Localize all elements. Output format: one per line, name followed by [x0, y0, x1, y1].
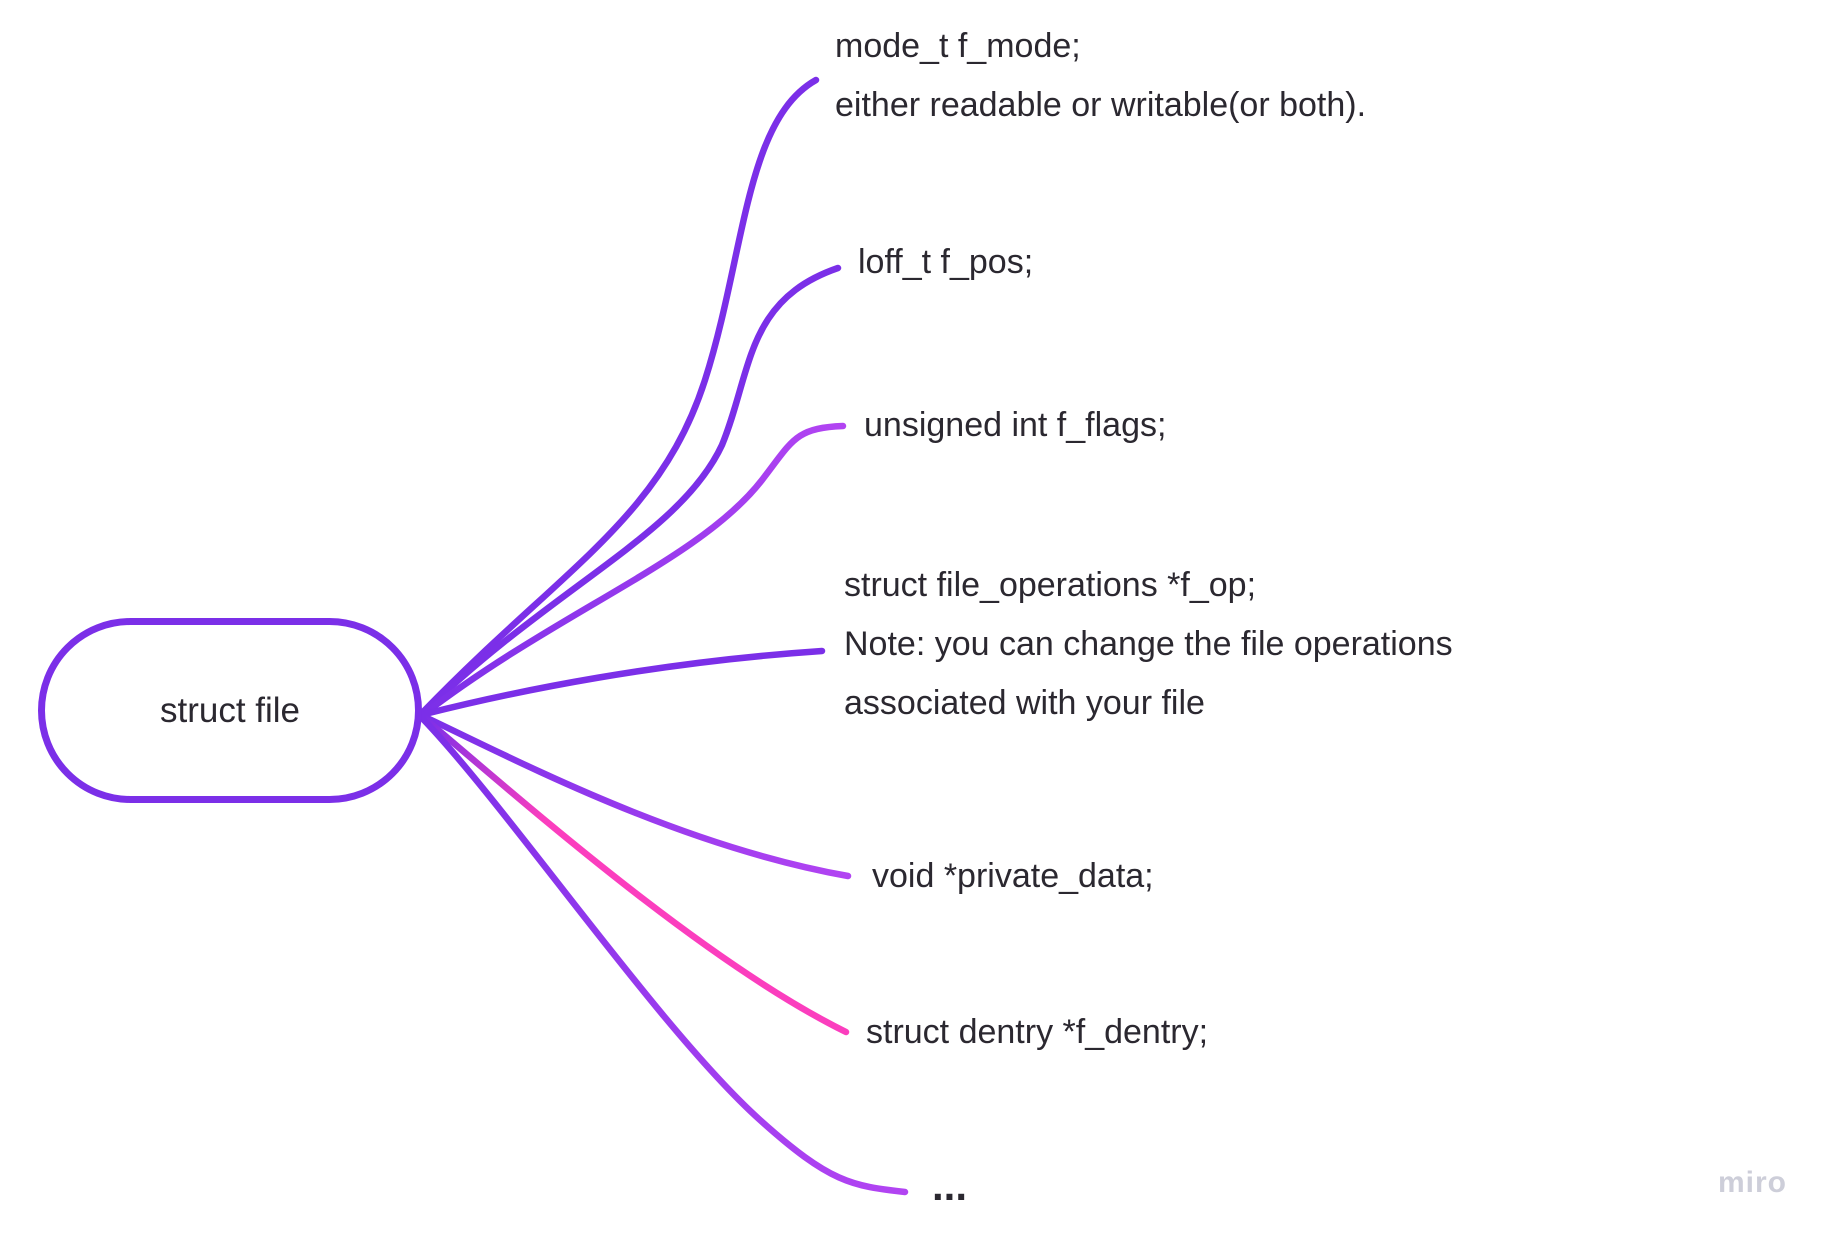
label-line: Note: you can change the file operations	[844, 625, 1453, 663]
root-node-label: struct file	[159, 690, 301, 730]
label-line: associated with your file	[844, 684, 1205, 722]
branch-label-private-data[interactable]: void *private_data;	[872, 847, 1154, 906]
miro-watermark: miro	[1718, 1166, 1788, 1199]
label-line: struct dentry *f_dentry;	[866, 1013, 1209, 1051]
label-line: void *private_data;	[872, 857, 1154, 895]
branch-label-f-flags[interactable]: unsigned int f_flags;	[864, 396, 1166, 455]
label-line: ...	[932, 1162, 968, 1209]
branch-curve-private-data[interactable]	[421, 713, 852, 880]
root-node[interactable]: struct file	[38, 618, 422, 803]
branch-curve-ellipsis[interactable]	[419, 715, 909, 1196]
branch-curve-f-mode[interactable]	[419, 76, 820, 716]
branch-label-f-op[interactable]: struct file_operations *f_op; Note: you …	[844, 556, 1453, 733]
label-line: loff_t f_pos;	[858, 243, 1034, 281]
branch-label-f-dentry[interactable]: struct dentry *f_dentry;	[866, 1003, 1208, 1062]
label-line: struct file_operations *f_op;	[844, 566, 1257, 604]
branch-curve-f-dentry[interactable]	[420, 714, 850, 1036]
branch-label-f-mode[interactable]: mode_t f_mode; either readable or writab…	[835, 17, 1366, 135]
label-line: mode_t f_mode;	[835, 27, 1081, 65]
branch-curve-f-flags[interactable]	[420, 422, 847, 718]
branch-curve-f-pos[interactable]	[419, 264, 842, 717]
branch-curve-f-op[interactable]	[421, 647, 826, 718]
label-line: unsigned int f_flags;	[864, 406, 1167, 444]
branch-label-f-pos[interactable]: loff_t f_pos;	[858, 233, 1033, 292]
branch-label-ellipsis[interactable]: ...	[932, 1162, 967, 1210]
label-line: either readable or writable(or both).	[835, 86, 1367, 124]
